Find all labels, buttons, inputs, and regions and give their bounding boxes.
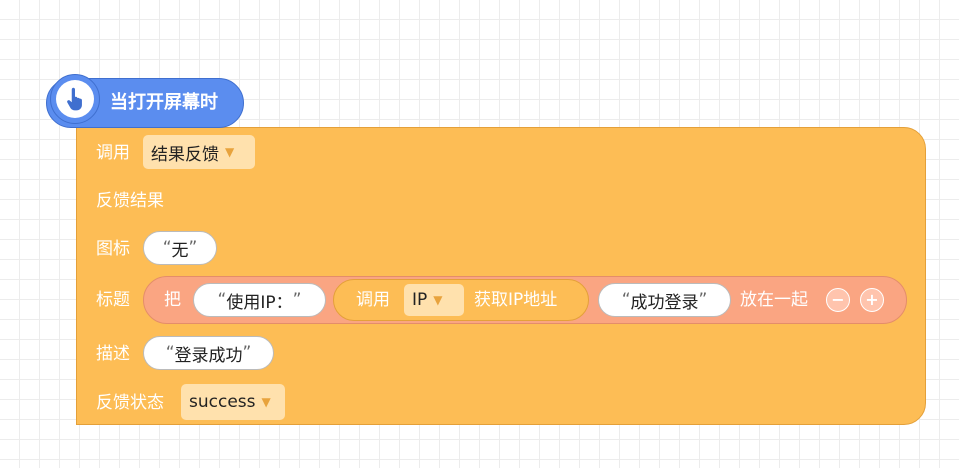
open-quote: “ [621, 290, 631, 310]
text1-value: 使用IP： [226, 292, 293, 313]
title-label: 标题 [96, 290, 130, 310]
status-dropdown[interactable]: success ▼ [181, 384, 285, 420]
open-quote: “ [162, 238, 172, 258]
close-quote: ” [242, 343, 252, 363]
text1-input[interactable]: “ 使用IP： ” [193, 283, 326, 317]
close-quote: ” [698, 290, 708, 310]
open-quote: “ [217, 290, 227, 310]
chevron-down-icon: ▼ [261, 395, 271, 409]
feedback-result-label: 反馈结果 [96, 191, 164, 211]
icon-value: 无 [171, 240, 189, 261]
call-function-value: 结果反馈 [151, 144, 219, 165]
call-function-dropdown[interactable]: 结果反馈 ▼ [143, 135, 255, 169]
text2-value: 成功登录 [630, 292, 699, 313]
event-label: 当打开屏幕时 [110, 92, 218, 113]
open-quote: “ [165, 343, 175, 363]
ip-dropdown-value: IP [412, 290, 428, 310]
join-label: 把 [164, 290, 181, 310]
description-input[interactable]: “ 登录成功 ” [143, 336, 274, 370]
minus-button[interactable]: − [826, 288, 850, 312]
close-quote: ” [188, 238, 198, 258]
call-ip-label: 调用 [356, 290, 390, 310]
call-label: 调用 [96, 143, 130, 163]
get-ip-label: 获取IP地址 [474, 290, 558, 310]
chevron-down-icon: ▼ [225, 145, 235, 159]
ip-dropdown[interactable]: IP ▼ [404, 284, 464, 316]
status-dropdown-value: success [189, 392, 256, 412]
icon-label: 图标 [96, 239, 130, 259]
status-label: 反馈状态 [96, 393, 164, 413]
description-value: 登录成功 [174, 345, 243, 366]
close-quote: ” [292, 290, 302, 310]
pointing-hand-icon [56, 80, 94, 118]
plus-button[interactable]: + [860, 288, 884, 312]
join-suffix-label: 放在一起 [740, 290, 808, 310]
text2-input[interactable]: “ 成功登录 ” [598, 283, 731, 317]
icon-text-input[interactable]: “ 无 ” [143, 231, 217, 265]
description-label: 描述 [96, 344, 130, 364]
chevron-down-icon: ▼ [433, 293, 443, 307]
